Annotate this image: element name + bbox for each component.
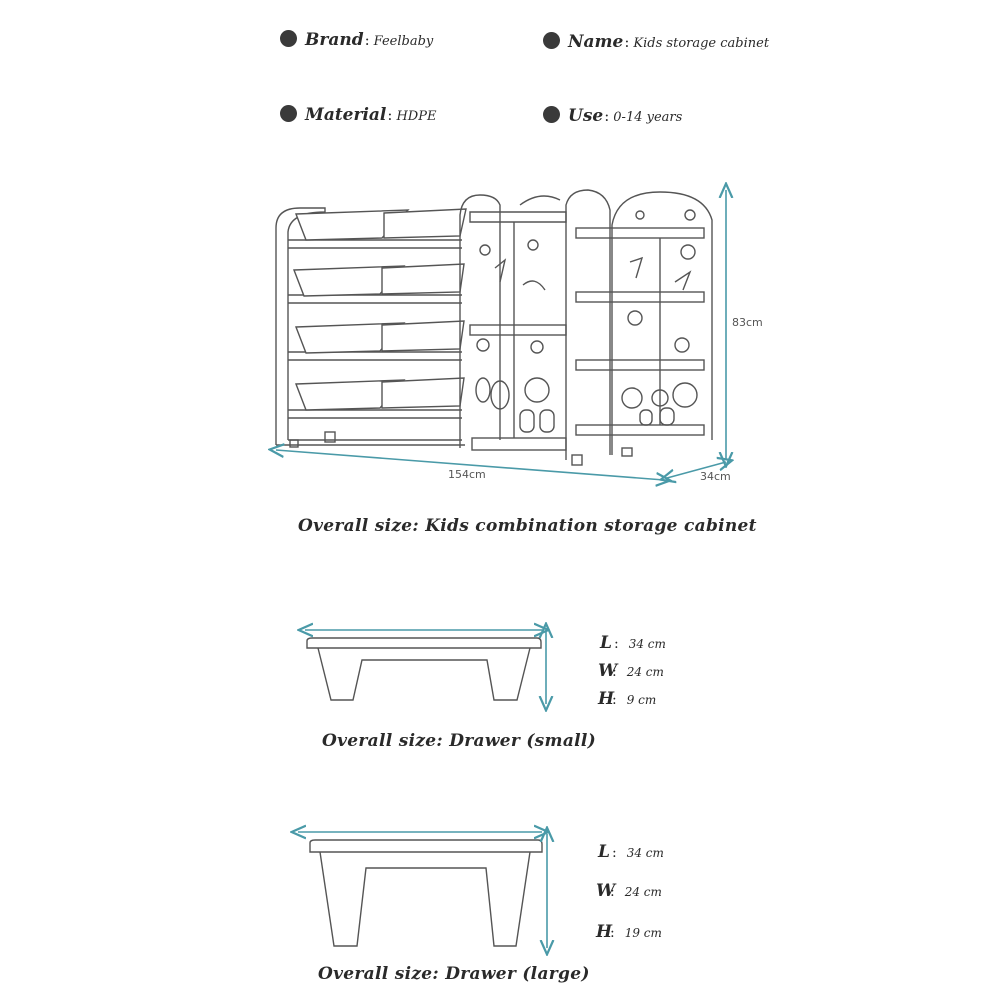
small-drawer-width: W : 24 cm: [598, 661, 664, 681]
cabinet-right-tower: [565, 189, 713, 466]
cabinet-height-label: 83cm: [732, 316, 763, 329]
small-drawer-dimensions: [305, 630, 546, 704]
dim-value: 24 cm: [626, 665, 664, 679]
large-drawer-caption: Overall size: Drawer (large): [318, 964, 590, 984]
cabinet-width-label: 154cm: [448, 468, 486, 481]
spec-brand-value: Feelbaby: [373, 34, 434, 49]
dim-value: 9 cm: [626, 693, 657, 707]
cabinet-width-arrow: [276, 450, 664, 480]
spec-material-label: Material: [305, 105, 387, 125]
dim-letter: L: [598, 842, 610, 862]
small-drawer-height: H : 9 cm: [598, 689, 656, 709]
dim-letter: H: [598, 689, 615, 709]
dim-value: 19 cm: [624, 926, 662, 940]
dim-value: 34 cm: [626, 846, 664, 860]
small-drawer-length: L : 34 cm: [600, 633, 666, 653]
spec-use-sep: :: [604, 107, 610, 125]
bullet-dot: [280, 30, 297, 47]
dim-letter: W: [598, 661, 618, 681]
large-drawer-dimensions: [298, 832, 547, 948]
cabinet-middle-tower: [459, 194, 567, 451]
spec-brand-label: Brand: [305, 30, 364, 50]
spec-brand-sep: :: [364, 31, 370, 49]
spec-material-sep: :: [387, 106, 393, 124]
bullet-dot: [543, 32, 560, 49]
spec-use: Use : 0-14 years: [543, 104, 682, 126]
dim-colon: :: [612, 692, 617, 708]
large-drawer-width: W : 24 cm: [596, 881, 662, 901]
spec-name-value: Kids storage cabinet: [633, 36, 770, 51]
bullet-dot: [543, 106, 560, 123]
cabinet-caption: Overall size: Kids combination storage c…: [298, 516, 757, 536]
bullet-dot: [280, 105, 297, 122]
cabinet-depth-label: 34cm: [700, 470, 731, 483]
dim-value: 34 cm: [628, 637, 666, 651]
dim-value: 24 cm: [624, 885, 662, 899]
dim-colon: :: [612, 664, 617, 680]
spec-brand: Brand : Feelbaby: [280, 28, 433, 50]
dim-colon: :: [610, 884, 615, 900]
cabinet-depth-arrow: [667, 462, 726, 478]
spec-use-label: Use: [568, 106, 604, 126]
small-drawer-drawing: [306, 637, 542, 701]
dim-colon: :: [614, 636, 619, 652]
large-drawer-length: L : 34 cm: [598, 842, 664, 862]
spec-name: Name : Kids storage cabinet: [543, 30, 769, 52]
spec-material-value: HDPE: [396, 109, 437, 124]
dim-letter: W: [596, 881, 616, 901]
dim-colon: :: [610, 925, 615, 941]
cabinet-dimensions: [276, 190, 726, 480]
dim-colon: :: [612, 845, 617, 861]
spec-material: Material : HDPE: [280, 103, 436, 125]
spec-use-value: 0-14 years: [613, 110, 683, 125]
cabinet-bins: [292, 208, 467, 411]
spec-name-label: Name: [568, 32, 624, 52]
dim-letter: H: [596, 922, 613, 942]
large-drawer-height: H : 19 cm: [596, 922, 662, 942]
small-drawer-caption: Overall size: Drawer (small): [322, 731, 597, 751]
large-drawer-drawing: [309, 839, 543, 947]
spec-name-sep: :: [624, 33, 630, 51]
dim-letter: L: [600, 633, 612, 653]
